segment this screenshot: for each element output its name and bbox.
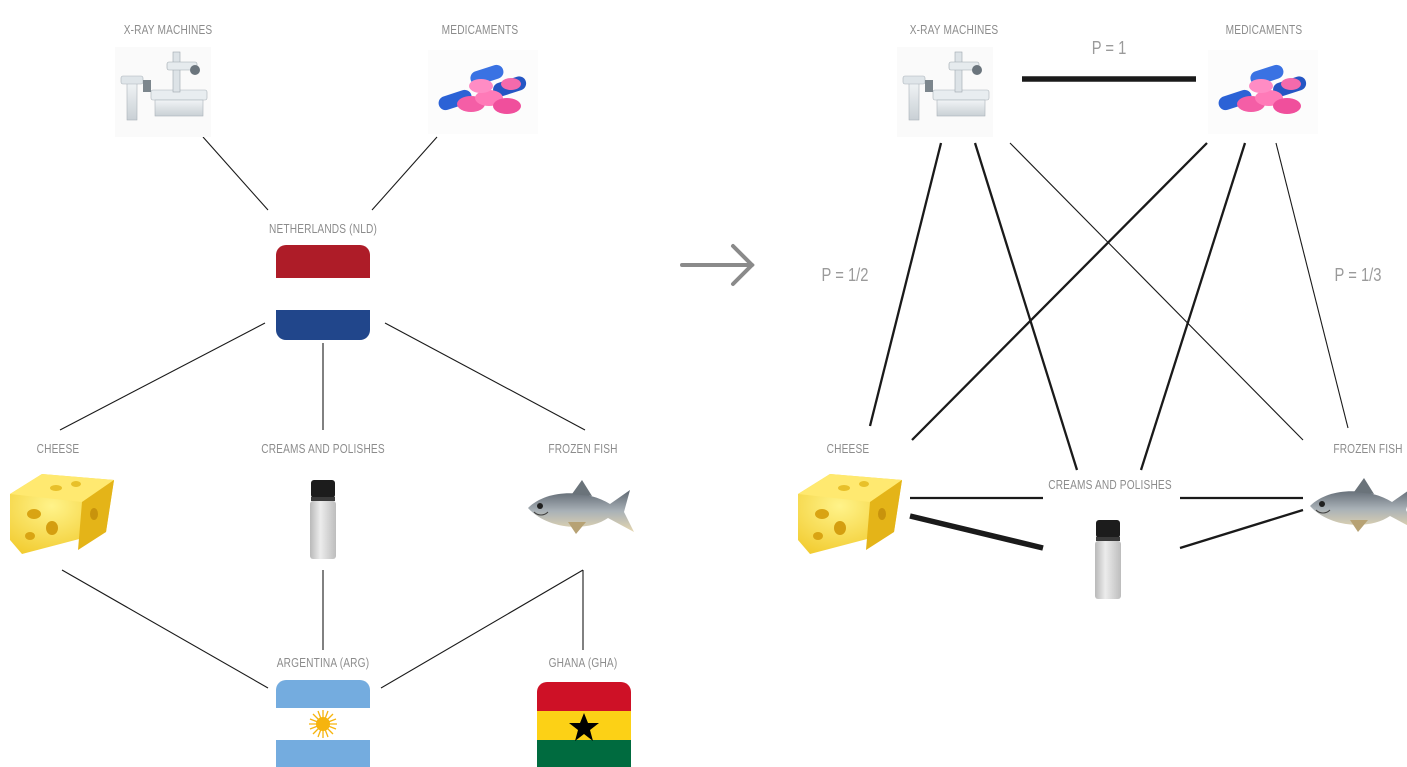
argentina-label: ARGENTINA (ARG) [276, 655, 370, 670]
creams-bottle-icon [310, 480, 336, 559]
edge-netherlands-cheese [59, 322, 266, 431]
netherlands-label: NETHERLANDS (NLD) [268, 221, 378, 236]
edge-medicaments-netherlands [371, 136, 438, 211]
right-xray-machine-icon [896, 46, 994, 138]
right-creams-bottle-icon [1095, 520, 1121, 599]
left-network [10, 46, 635, 767]
edge-xray-cheese [868, 142, 943, 427]
edge-xray-creams [973, 142, 1079, 471]
transformation-arrow [680, 244, 755, 286]
right-cheese-icon [798, 474, 902, 554]
right-xray-label: X-RAY MACHINES [909, 22, 999, 37]
black-star-icon [569, 713, 599, 741]
right-network [798, 46, 1407, 599]
right-network-edges [868, 76, 1349, 551]
ghana-label: GHANA (GHA) [548, 655, 618, 670]
proximity-label-p-one: P = 1 [1091, 38, 1127, 58]
arrow-head [731, 244, 755, 286]
edge-medicaments-cheese [911, 142, 1208, 441]
right-fish-label: FROZEN FISH [1333, 441, 1403, 456]
right-frozen-fish-icon [1309, 477, 1407, 533]
argentina-flag-icon [276, 680, 370, 767]
sun-of-may-icon [309, 710, 337, 738]
edge-creams-fish-lower [1179, 508, 1304, 550]
frozen-fish-icon [527, 479, 635, 535]
proximity-label-p-half: P = 1/2 [821, 265, 869, 285]
edge-medicaments-fish [1275, 142, 1349, 429]
edge-cheese-argentina [61, 569, 269, 689]
left-fish-label: FROZEN FISH [548, 441, 618, 456]
edge-netherlands-fish [384, 322, 586, 431]
left-medicaments-label: MEDICAMENTS [441, 22, 519, 37]
proximity-label-p-third: P = 1/3 [1334, 265, 1382, 285]
ghana-flag-icon [537, 682, 631, 767]
xray-machine-icon [114, 46, 212, 138]
left-cheese-label: CHEESE [36, 441, 80, 456]
right-creams-label: CREAMS AND POLISHES [1048, 477, 1172, 492]
left-xray-label: X-RAY MACHINES [123, 22, 213, 37]
medicaments-pills-icon [428, 50, 538, 134]
left-network-edges [59, 136, 586, 689]
netherlands-flag-icon [276, 245, 370, 340]
edge-cheese-creams-lower [909, 513, 1044, 551]
edge-fish-argentina [380, 569, 584, 689]
right-cheese-label: CHEESE [826, 441, 870, 456]
edge-medicaments-creams [1139, 142, 1247, 471]
left-creams-label: CREAMS AND POLISHES [261, 441, 385, 456]
edge-xray-netherlands [202, 136, 269, 211]
right-medicaments-label: MEDICAMENTS [1225, 22, 1303, 37]
cheese-icon [10, 474, 114, 554]
edge-xray-fish [1009, 142, 1304, 441]
right-medicaments-pills-icon [1208, 50, 1318, 134]
